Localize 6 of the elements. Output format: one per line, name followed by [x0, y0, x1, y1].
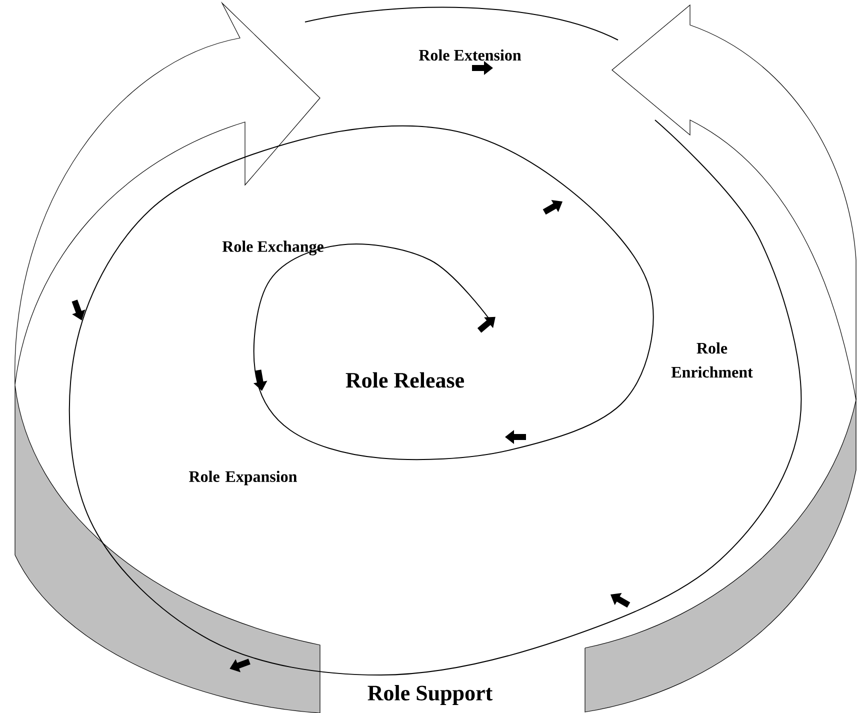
stage-label: Role Extension	[418, 49, 522, 61]
stage-label: Role Support	[368, 685, 493, 705]
stage-label: Role Release	[346, 372, 464, 388]
stage-label: Role Expansion	[189, 470, 297, 486]
stage-label: Role Enrichment	[671, 342, 753, 378]
stage-label: Role Exchange	[222, 240, 324, 256]
